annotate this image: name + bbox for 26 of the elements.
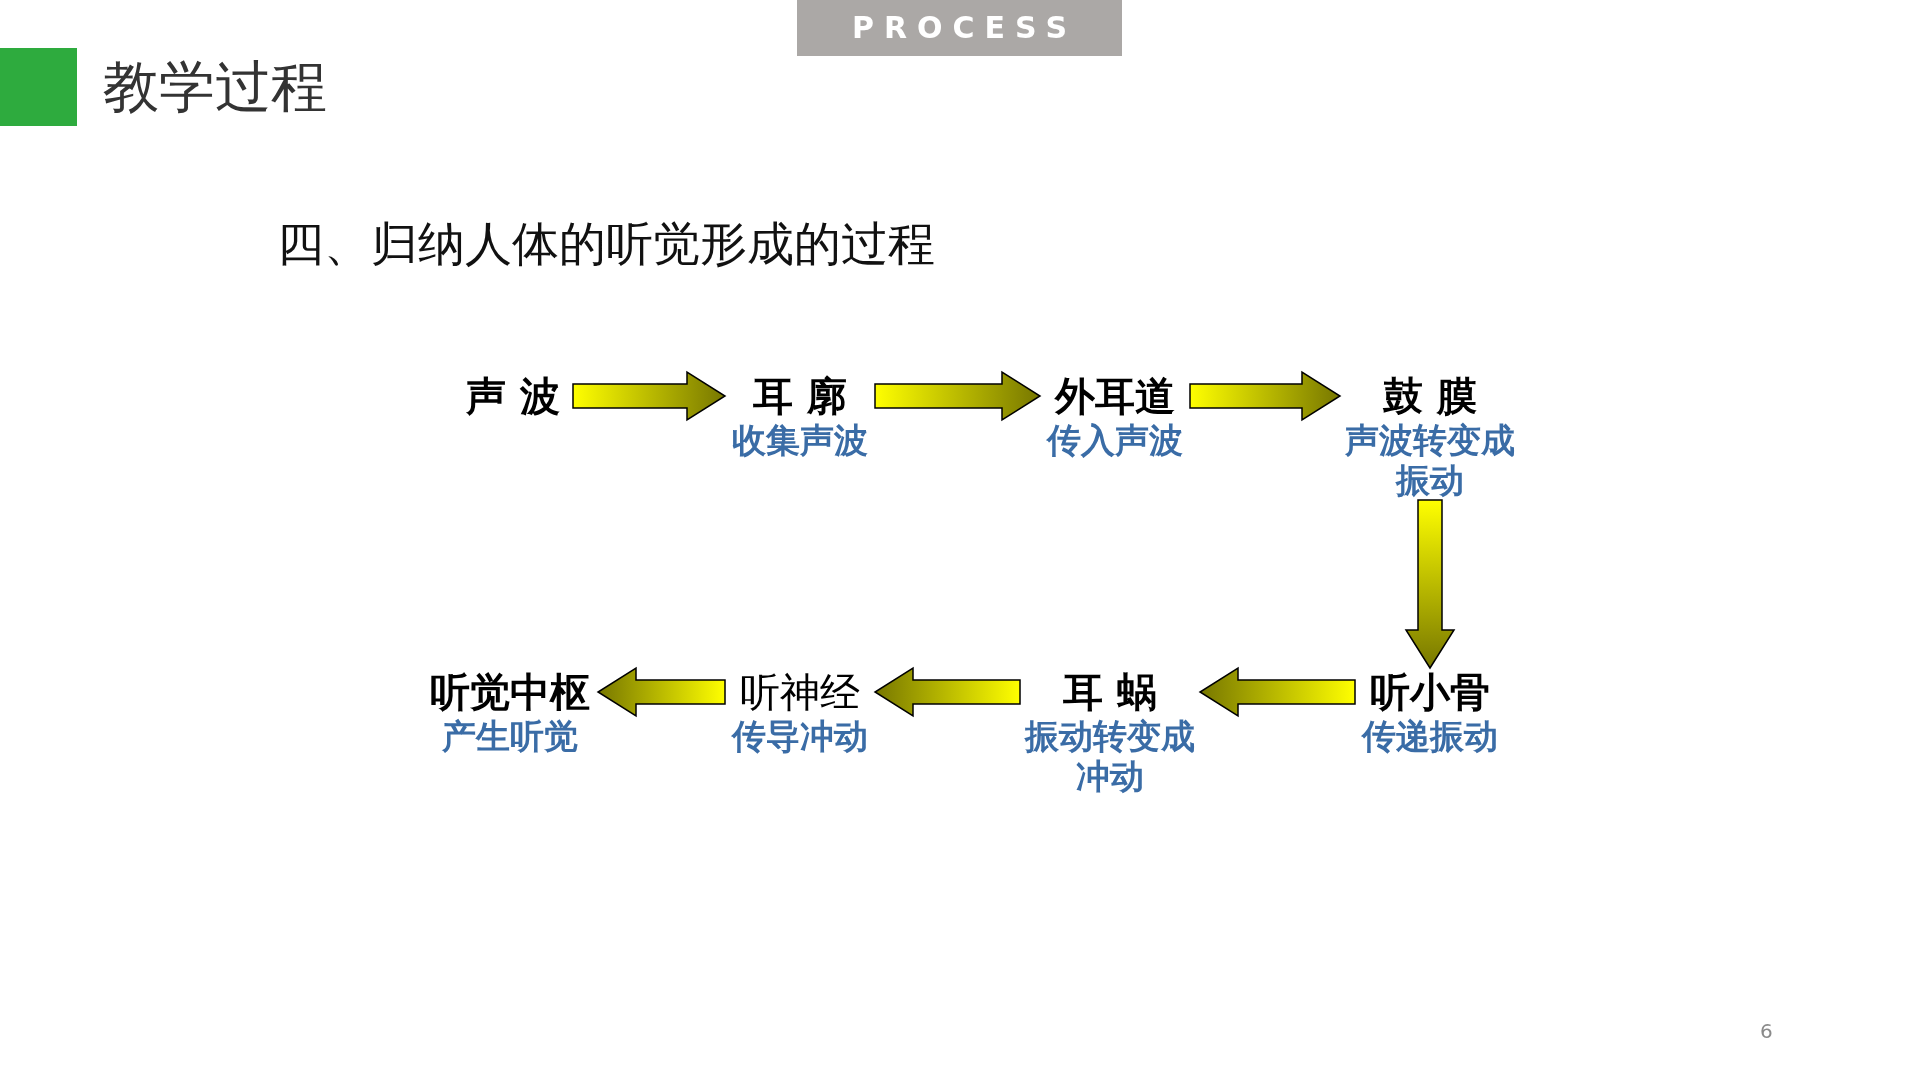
stage-label: 声 波 — [466, 372, 560, 420]
function-note: 收集声波 — [732, 420, 868, 460]
function-note: 传入声波 — [1047, 420, 1183, 460]
function-note: 传递振动 — [1362, 716, 1498, 756]
block-arrow — [572, 370, 727, 422]
stage-label: 耳 廓 — [753, 372, 847, 420]
block-arrow — [596, 666, 726, 718]
stage-label: 外耳道 — [1055, 372, 1175, 420]
function-note: 产生听觉 — [442, 716, 578, 756]
function-note: 传导冲动 — [732, 716, 868, 756]
stage-label: 听神经 — [740, 668, 860, 716]
section-tab: PROCESS — [797, 0, 1122, 56]
block-arrow — [874, 370, 1042, 422]
block-arrow — [1189, 370, 1342, 422]
function-note: 声波转变成振动 — [1344, 420, 1516, 500]
block-arrow — [873, 666, 1021, 718]
stage-label: 鼓 膜 — [1383, 372, 1477, 420]
page-number: 6 — [1760, 1018, 1773, 1044]
stage-label: 听觉中枢 — [430, 668, 590, 716]
stage-label: 听小骨 — [1370, 668, 1490, 716]
section-heading: 四、归纳人体的听觉形成的过程 — [277, 215, 935, 273]
block-arrow — [1198, 666, 1356, 718]
function-note: 振动转变成冲动 — [1023, 716, 1196, 796]
slide-title: 教学过程 — [103, 53, 327, 121]
block-arrow — [1404, 499, 1456, 670]
stage-label: 耳 蜗 — [1063, 668, 1157, 716]
